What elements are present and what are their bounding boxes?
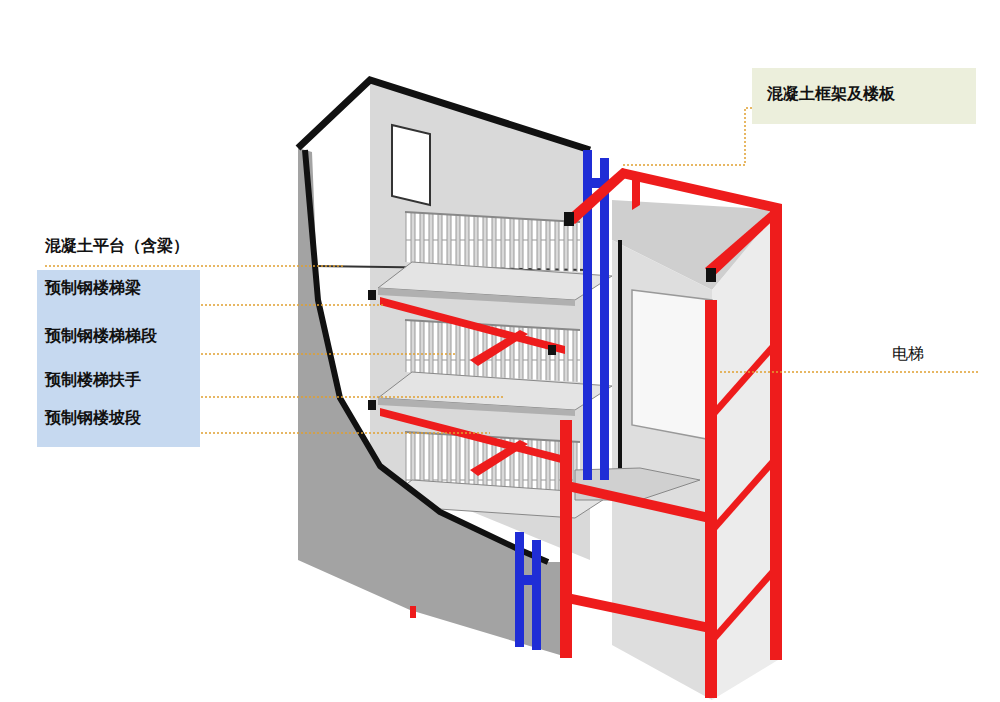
part-name: 预制楼梯扶手 bbox=[45, 370, 141, 390]
part-name: 预制钢楼坡段 bbox=[45, 408, 141, 428]
door bbox=[392, 125, 430, 205]
part-name: 预制钢楼梯梁 bbox=[45, 278, 141, 298]
elevator-car bbox=[632, 290, 712, 440]
part-label: 混凝土平台（含梁） bbox=[45, 236, 189, 256]
label-panel: 预制钢楼梯梁预制钢楼梯梯段预制楼梯扶手预制钢楼坡段 bbox=[37, 270, 200, 447]
part-name: 预制钢楼梯梯段 bbox=[45, 326, 157, 346]
cut-wall bbox=[298, 148, 560, 655]
callout-box: 混凝土框架及楼板 bbox=[752, 68, 976, 124]
shaft-front bbox=[712, 210, 778, 700]
part-name: 混凝土框架及楼板 bbox=[767, 84, 895, 104]
part-label: 电梯 bbox=[892, 344, 924, 364]
